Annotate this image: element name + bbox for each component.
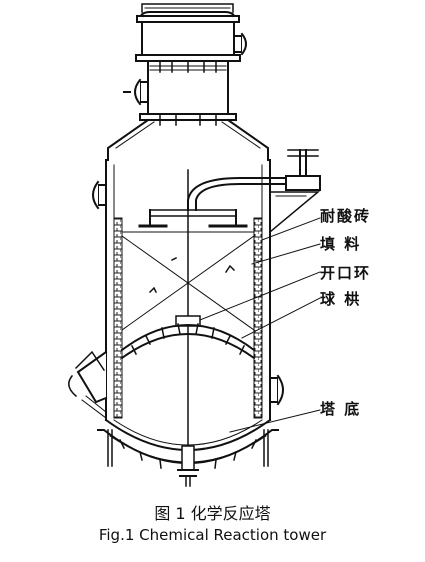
caption-english: Fig.1 Chemical Reaction tower xyxy=(98,526,327,544)
leader-lines xyxy=(199,217,321,433)
bottom-outlet xyxy=(177,445,199,487)
right-lower-nozzle xyxy=(269,374,284,406)
brick-lining-right xyxy=(253,217,263,419)
left-shell-nozzle xyxy=(92,180,107,210)
label-acid-brick: 耐酸砖 xyxy=(320,207,372,225)
ball-arch xyxy=(120,323,256,360)
inclined-nozzle xyxy=(68,350,108,419)
packing-zone xyxy=(121,169,255,461)
inlet-pipe xyxy=(138,149,321,228)
label-ball-arch: 球 栱 xyxy=(320,290,362,308)
label-packing: 填 料 xyxy=(320,235,362,253)
top-head xyxy=(136,3,240,23)
upper-nozzle-right xyxy=(233,32,247,56)
brick-lining-left xyxy=(113,217,123,419)
upper-nozzle-left xyxy=(123,78,149,106)
shoulder-cone xyxy=(107,118,269,161)
label-open-ring: 开口环 xyxy=(320,264,372,282)
upper-section xyxy=(135,21,241,126)
right-bracket xyxy=(268,191,321,234)
label-tower-bottom: 塔 底 xyxy=(320,400,362,418)
caption-chinese: 图 1 化学反应塔 xyxy=(154,504,271,523)
